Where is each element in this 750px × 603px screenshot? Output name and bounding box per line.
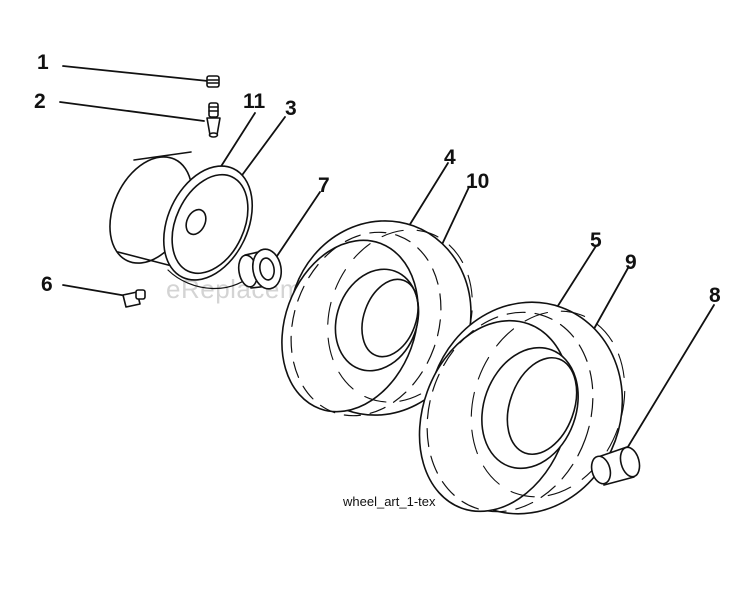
callout-2: 2 <box>34 90 46 113</box>
callout-3: 3 <box>285 97 297 120</box>
callout-6: 6 <box>41 273 53 296</box>
rim-part-11-3 <box>109 151 259 290</box>
front-tire-part-4-10 <box>281 220 473 417</box>
rear-tire-part-5-9 <box>418 301 626 515</box>
diagram-caption: wheel_art_1-tex <box>343 494 436 509</box>
callout-5: 5 <box>590 229 602 252</box>
callout-11: 11 <box>243 90 266 113</box>
hub-cap-part-8 <box>590 446 641 486</box>
callout-10: 10 <box>466 170 490 193</box>
valve-stem-part-2 <box>206 102 221 138</box>
valve-cap-part-1 <box>206 75 220 88</box>
screw-part-6 <box>122 289 146 308</box>
callout-7: 7 <box>318 174 330 197</box>
callout-9: 9 <box>625 251 637 274</box>
bushing-part-7 <box>237 248 283 290</box>
callout-1: 1 <box>37 51 49 74</box>
callout-8: 8 <box>709 284 721 307</box>
leader-lines <box>59 65 715 456</box>
callout-4: 4 <box>444 146 456 169</box>
